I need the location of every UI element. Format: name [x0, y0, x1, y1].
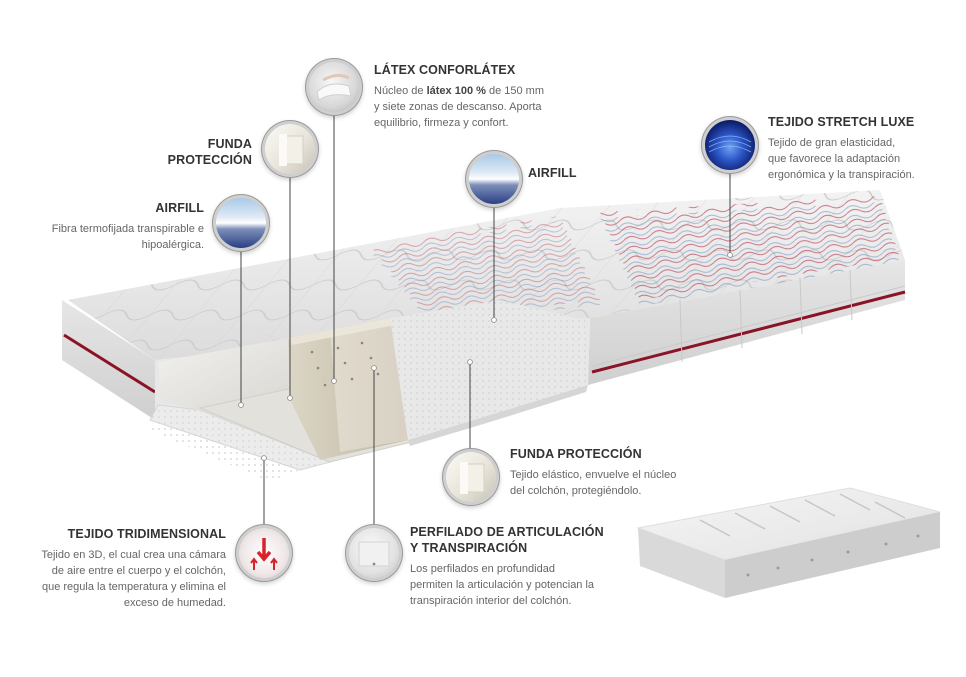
- desc-text: que regula la temperatura y elimina el: [41, 581, 226, 593]
- callout-stretch: TEJIDO STRETCH LUXE Tejido de gran elast…: [768, 114, 948, 183]
- title-line: PROTECCIÓN: [167, 153, 252, 167]
- callout-description: Tejido en 3D, el cual crea una cámara de…: [20, 547, 226, 611]
- callout-title: FUNDA PROTECCIÓN: [140, 136, 252, 168]
- airfill-fiber-icon: [469, 154, 519, 204]
- perforated-latex-icon: [349, 528, 399, 578]
- callout-airfill-left: AIRFILL Fibra termofijada transpirable e…: [20, 200, 204, 253]
- airfill-fiber-icon: [216, 198, 266, 248]
- desc-text: exceso de humedad.: [123, 597, 226, 609]
- title-line: Y TRANSPIRACIÓN: [410, 541, 528, 555]
- perforated-latex-mattress: [636, 487, 941, 598]
- callout-title: TEJIDO STRETCH LUXE: [768, 115, 915, 129]
- callout-airfill-mid: AIRFILL: [528, 165, 608, 181]
- desc-text: de 150 mm: [485, 85, 545, 97]
- callout-funda-top: FUNDA PROTECCIÓN: [140, 136, 252, 168]
- desc-text: Núcleo de: [374, 85, 427, 97]
- desc-text: permiten la articulación y potencian la: [410, 579, 595, 591]
- desc-bold: látex 100 %: [426, 85, 486, 97]
- fabric-cover-icon: [265, 124, 315, 174]
- callout-latex: LÁTEX CONFORLÁTEX Núcleo de látex 100 % …: [374, 62, 574, 131]
- title-line: PERFILADO DE ARTICULACIÓN: [410, 525, 604, 539]
- desc-text: de aire entre el cuerpo y el colchón,: [51, 565, 226, 577]
- callout-funda-bottom: FUNDA PROTECCIÓN Tejido elástico, envuel…: [510, 446, 690, 499]
- desc-text: hipoalérgica.: [141, 239, 204, 251]
- callout-tridimensional: TEJIDO TRIDIMENSIONAL Tejido en 3D, el c…: [20, 526, 226, 611]
- desc-text: y siete zonas de descanso. Aporta: [374, 101, 542, 113]
- title-line: FUNDA: [207, 137, 252, 151]
- desc-text: Los perfilados en profundidad: [410, 563, 555, 575]
- leader-lines: [240, 112, 731, 528]
- desc-text: Tejido elástico, envuelve el núcleo: [510, 469, 677, 481]
- callout-title: LÁTEX CONFORLÁTEX: [374, 63, 516, 77]
- callout-title: FUNDA PROTECCIÓN: [510, 447, 642, 461]
- callout-description: Los perfilados en profundidad permiten l…: [410, 561, 620, 609]
- desc-text: Fibra termofijada transpirable e: [51, 223, 204, 235]
- desc-text: transpiración interior del colchón.: [410, 595, 572, 607]
- callout-title: TEJIDO TRIDIMENSIONAL: [67, 527, 226, 541]
- stretch-fabric-icon: [705, 120, 755, 170]
- callout-title: AIRFILL: [155, 201, 204, 215]
- fabric-cover-icon: [446, 452, 496, 502]
- callout-description: Tejido elástico, envuelve el núcleo del …: [510, 467, 690, 499]
- desc-text: ergonómica y la transpiración.: [768, 169, 915, 181]
- callout-title: AIRFILL: [528, 166, 577, 180]
- desc-text: Tejido de gran elasticidad,: [768, 137, 896, 149]
- callout-description: Núcleo de látex 100 % de 150 mm y siete …: [374, 83, 574, 131]
- callout-perfilado: PERFILADO DE ARTICULACIÓN Y TRANSPIRACIÓ…: [410, 524, 620, 609]
- desc-text: Tejido en 3D, el cual crea una cámara: [41, 549, 226, 561]
- latex-sample-icon: [309, 62, 359, 112]
- desc-text: que favorece la adaptación: [768, 153, 901, 165]
- desc-text: del colchón, protegiéndolo.: [510, 485, 642, 497]
- callout-title: PERFILADO DE ARTICULACIÓN Y TRANSPIRACIÓ…: [410, 524, 620, 556]
- callout-description: Tejido de gran elasticidad, que favorece…: [768, 135, 948, 183]
- airfill-layer-left: [158, 338, 290, 412]
- desc-text: equilibrio, firmeza y confort.: [374, 117, 509, 129]
- mattress-left-side: [62, 300, 155, 420]
- airflow-arrows-icon: [239, 528, 289, 578]
- callout-description: Fibra termofijada transpirable e hipoalé…: [20, 221, 204, 253]
